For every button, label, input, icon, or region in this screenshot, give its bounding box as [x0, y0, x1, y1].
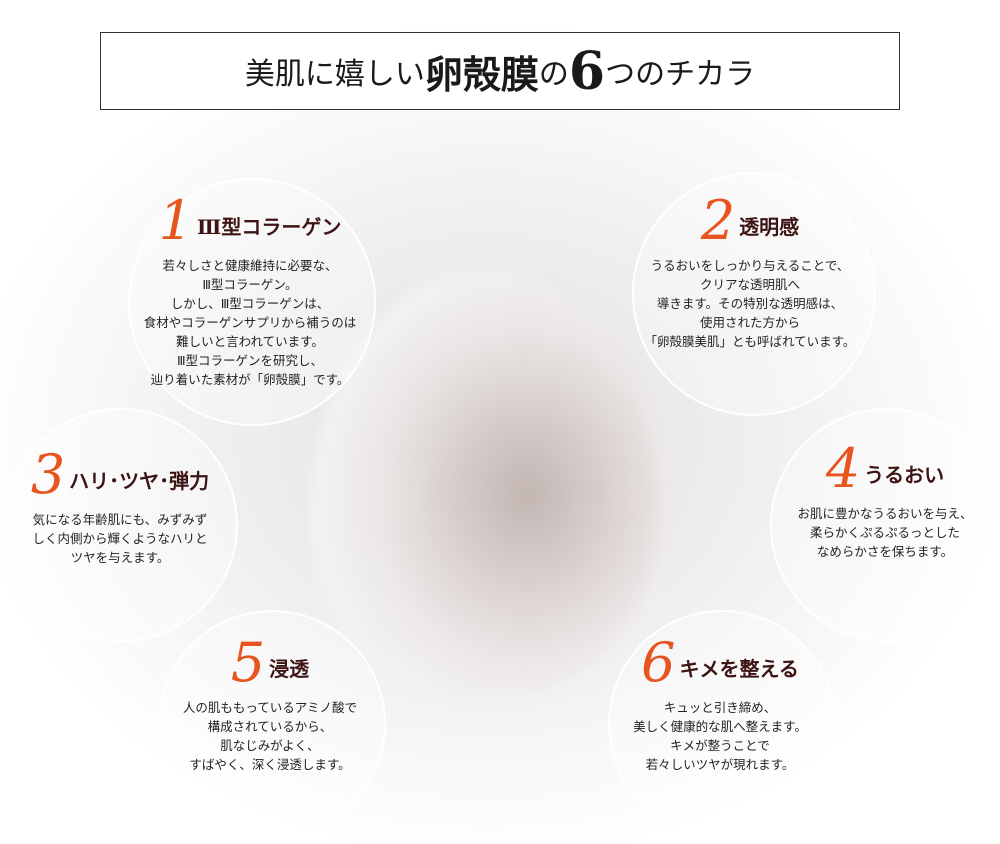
feature-heading: Ⅲ型コラーゲン	[197, 215, 342, 239]
feature-heading: キメを整える	[679, 657, 799, 681]
circle-frame	[128, 178, 376, 426]
title-text: 卵殻膜	[424, 51, 539, 97]
feature-heading: ハリ･ツヤ･弾力	[69, 469, 210, 493]
feature-description: お肌に豊かなうるおいを与え、 柔らかくぷるぷるっとした なめらかさを保ちます。	[797, 506, 973, 559]
feature-number: 6	[641, 631, 676, 694]
feature-description: 人の肌ももっているアミノ酸で 構成されているから、 肌なじみがよく、 すばやく、…	[182, 700, 358, 772]
circle-frame	[158, 610, 386, 838]
title-number: 6	[568, 40, 606, 102]
feature-heading: 浸透	[269, 657, 310, 681]
title-text: つのチカラ	[605, 57, 756, 92]
feature-number: 3	[30, 443, 66, 506]
feature-description: うるおいをしっかり与えることで、 クリアな透明肌へ 導きます。その特別な透明感は…	[644, 258, 856, 349]
feature-description: キュッと引き締め、 美しく健康的な肌へ整えます。 キメが整うことで 若々しいツヤ…	[633, 700, 807, 772]
feature-number: 5	[230, 631, 266, 694]
circle-frame	[770, 408, 1000, 642]
feature-heading: 透明感	[739, 215, 800, 239]
circle-frame	[608, 610, 836, 838]
feature-description: 若々しさと健康維持に必要な、 Ⅲ型コラーゲン。 しかし、Ⅲ型コラーゲンは、 食材…	[143, 258, 357, 387]
circle-frame	[632, 172, 876, 416]
circle-frame	[4, 408, 238, 642]
title-text: 美肌に嬉しい	[244, 57, 425, 92]
feature-number: 4	[825, 437, 861, 500]
title-text: の	[538, 57, 569, 92]
feature-number: 2	[700, 189, 736, 252]
feature-description: 気になる年齢肌にも、みずみず しく内側から輝くようなハリと ツヤを与えます。	[32, 512, 208, 565]
feature-heading: うるおい	[864, 463, 945, 487]
feature-number: 1	[158, 189, 193, 252]
